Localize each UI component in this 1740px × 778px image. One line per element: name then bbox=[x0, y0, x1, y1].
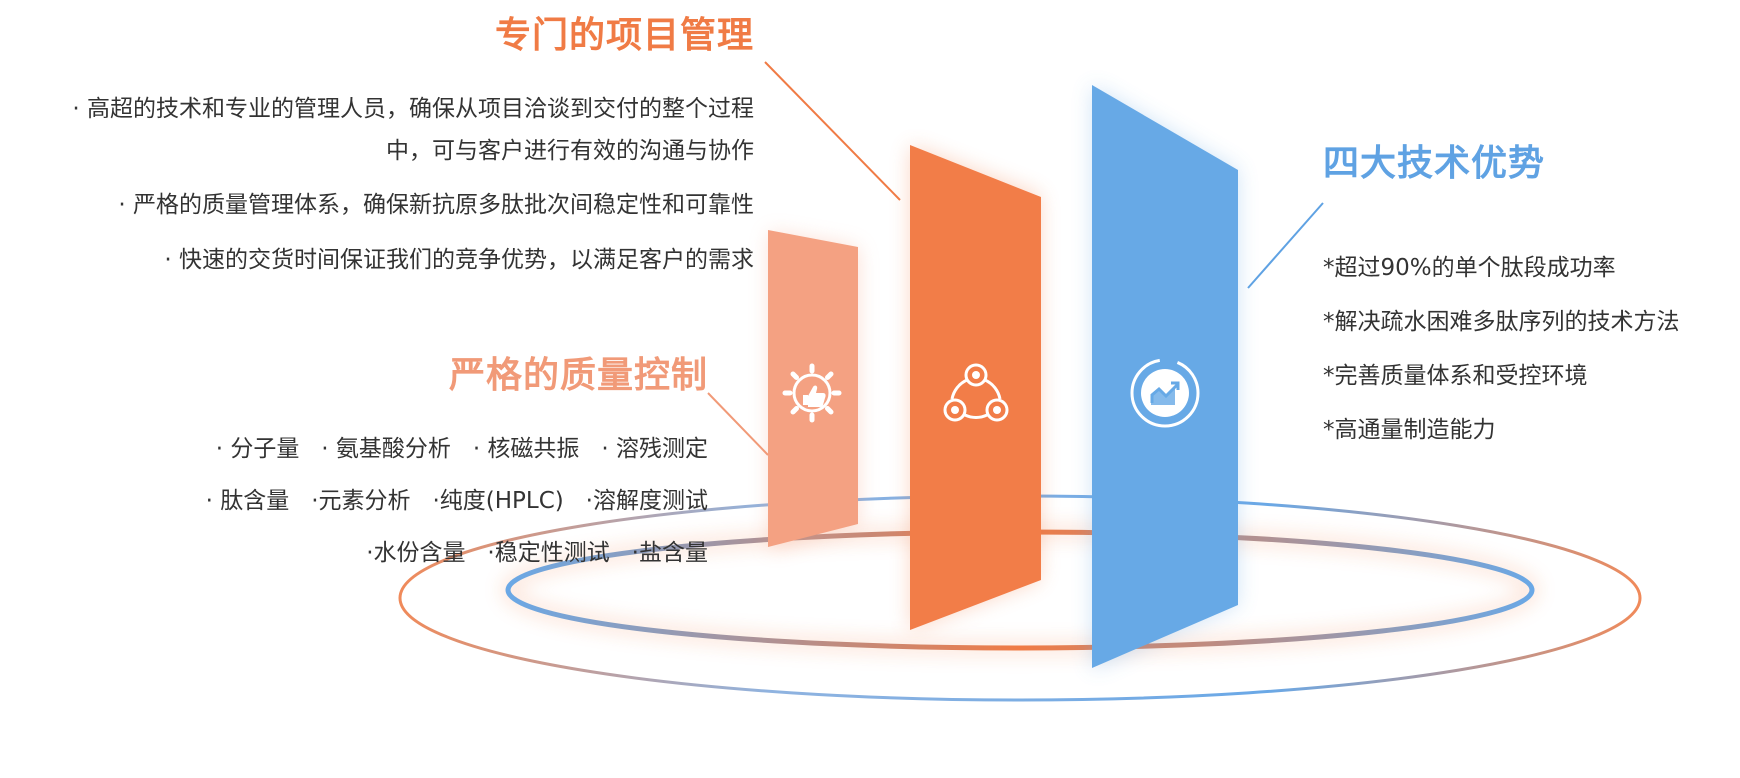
project-line-1: · 高超的技术和专业的管理人员，确保从项目洽谈到交付的整个过程 bbox=[72, 96, 754, 122]
project-title: 专门的项目管理 bbox=[494, 15, 754, 56]
tech-line-1: *超过90%的单个肽段成功率 bbox=[1323, 255, 1616, 281]
collaboration-circles-icon bbox=[943, 363, 1009, 422]
tech-title: 四大技术优势 bbox=[1323, 143, 1546, 184]
quality-title: 严格的质量控制 bbox=[448, 355, 708, 396]
tech-line-2: *解决疏水困难多肽序列的技术方法 bbox=[1323, 309, 1680, 335]
project-line-4: · 快速的交货时间保证我们的竞争优势，以满足客户的需求 bbox=[164, 247, 754, 273]
project-line-2: 中，可与客户进行有效的沟通与协作 bbox=[386, 138, 754, 164]
tech-line-3: *完善质量体系和受控环境 bbox=[1323, 363, 1588, 389]
tech-connector bbox=[1247, 202, 1324, 289]
project-line-3: · 严格的质量管理体系，确保新抗原多肽批次间稳定性和可靠性 bbox=[118, 192, 754, 218]
quality-row-3: ·水份含量 ·稳定性测试 ·盐含量 bbox=[366, 540, 708, 566]
project-connector bbox=[764, 61, 901, 201]
tech-line-4: *高通量制造能力 bbox=[1323, 417, 1496, 443]
quality-row-1: · 分子量 · 氨基酸分析 · 核磁共振 · 溶残测定 bbox=[215, 436, 708, 462]
growth-chart-icon bbox=[1130, 358, 1200, 428]
quality-row-2: · 肽含量 ·元素分析 ·纯度(HPLC) ·溶解度测试 bbox=[205, 488, 708, 514]
quality-connector bbox=[707, 392, 769, 456]
middle-panel bbox=[910, 145, 1041, 630]
thumbs-up-gear-icon bbox=[782, 363, 842, 423]
